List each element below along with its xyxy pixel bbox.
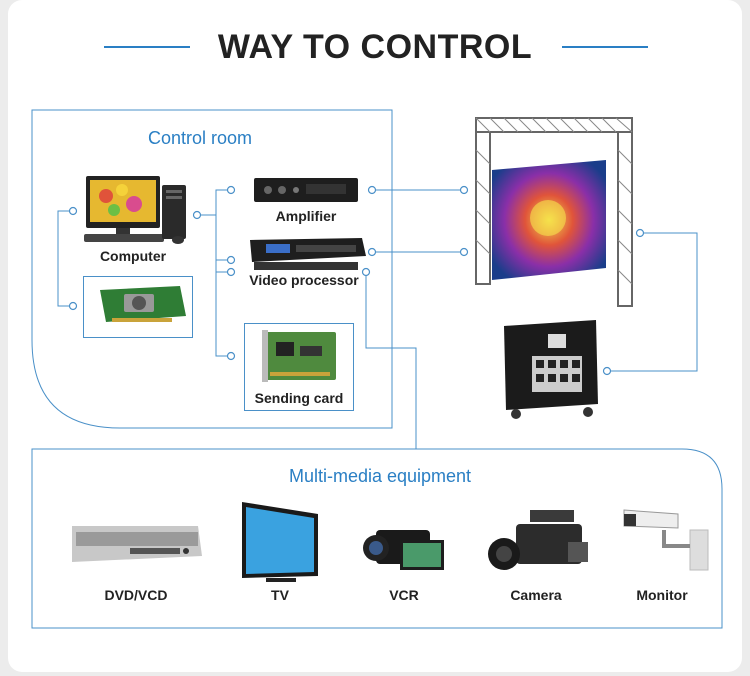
title-rule-right [562, 46, 648, 48]
vcr-label: VCR [389, 587, 419, 603]
amplifier-label: Amplifier [275, 208, 337, 224]
monitor-label: Monitor [636, 587, 688, 603]
computer-label: Computer [99, 248, 167, 264]
page-title: WAY TO CONTROL [217, 28, 533, 66]
graphics-card-frame [83, 276, 193, 338]
multimedia-heading: Multi-media equipment [288, 466, 472, 486]
title-rule-left [104, 46, 190, 48]
control-room-heading: Control room [147, 128, 253, 148]
camera-label: Camera [510, 587, 562, 603]
tv-label: TV [271, 587, 289, 603]
dvd-vcd-label: DVD/VCD [104, 587, 168, 603]
video-processor-label: Video processor [249, 272, 359, 288]
sending-card-label: Sending card [254, 390, 344, 406]
